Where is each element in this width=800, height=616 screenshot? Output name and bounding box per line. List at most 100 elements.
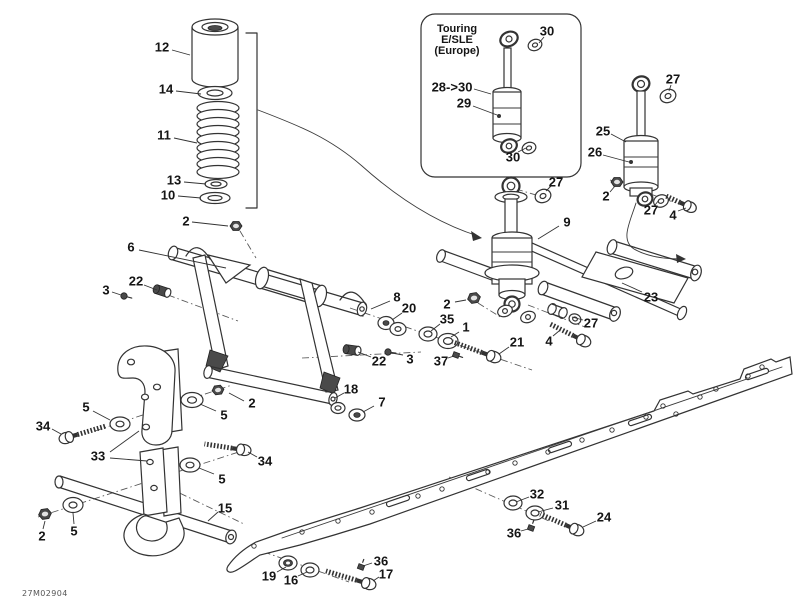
inset-box: Touring E/SLE (Europe) xyxy=(420,13,582,178)
bolt-21 xyxy=(451,339,502,364)
leader-line xyxy=(175,90,202,95)
inset-bushing-top xyxy=(527,38,543,52)
leader-line xyxy=(668,84,672,92)
callout-22: 22 xyxy=(129,274,143,289)
lower-bracket-holes xyxy=(146,458,158,492)
leader-line xyxy=(198,467,215,475)
clip-36-front xyxy=(356,558,366,571)
leader-line xyxy=(391,352,404,356)
leader-line xyxy=(515,496,530,503)
leader-line xyxy=(610,133,627,143)
leader-line xyxy=(537,507,554,513)
washer-16 xyxy=(300,562,320,578)
rail-rear-fasteners xyxy=(503,495,585,537)
leader-line xyxy=(447,355,455,359)
callout-34: 34 xyxy=(258,454,273,469)
shock-clevis-ears xyxy=(497,304,536,324)
leader-line xyxy=(228,392,245,402)
nut-2-lower-left xyxy=(38,508,52,520)
leader-dot xyxy=(629,160,633,164)
callout-25: 25 xyxy=(596,124,610,139)
spring-assembly xyxy=(191,18,258,231)
callout-2: 2 xyxy=(38,529,45,544)
callout-2: 2 xyxy=(602,189,609,204)
rail-front-fasteners xyxy=(278,555,377,591)
leader-line xyxy=(72,512,75,525)
callout-16: 16 xyxy=(284,573,298,588)
lower-bracket xyxy=(139,447,168,517)
washer-pair-20 xyxy=(377,315,407,337)
callout-34: 34 xyxy=(36,419,51,434)
leader-line xyxy=(498,346,510,355)
washer-35 xyxy=(418,326,438,342)
callout-6: 6 xyxy=(127,240,134,255)
rear-arm-plate-slot xyxy=(614,266,634,280)
leader-line xyxy=(372,576,380,582)
callout-1: 1 xyxy=(462,320,469,335)
callout-28->30: 28->30 xyxy=(432,80,473,95)
leader-line xyxy=(111,291,122,296)
clip-36-rear xyxy=(526,519,536,532)
lower-cross-tube-18 xyxy=(203,365,338,406)
callout-27: 27 xyxy=(666,72,680,87)
callout-19: 19 xyxy=(262,569,276,584)
leader-line xyxy=(362,405,375,413)
rear-arm-pivot-tube xyxy=(606,239,702,282)
callout-5: 5 xyxy=(218,472,225,487)
upper-bracket-holes xyxy=(126,358,162,431)
callout-15: 15 xyxy=(218,501,232,516)
washer-pair-7 xyxy=(330,401,366,422)
washer-31 xyxy=(525,505,545,521)
callout-30: 30 xyxy=(540,24,554,39)
callout-7: 7 xyxy=(378,395,385,410)
nut-2-top xyxy=(211,384,225,396)
frame-hardware xyxy=(120,284,592,422)
bushing-27-center-top xyxy=(534,188,552,204)
leader-line xyxy=(602,154,630,163)
bolt-24 xyxy=(539,511,585,537)
leader-line xyxy=(450,331,460,338)
inset-title-line2: E/SLE xyxy=(441,34,473,46)
gusset-left-top xyxy=(206,254,252,284)
callout-33: 33 xyxy=(91,449,105,464)
center-shock-absorber xyxy=(484,176,552,324)
bushing-27-pair xyxy=(547,303,582,325)
leader-line xyxy=(183,181,207,185)
callout-26: 26 xyxy=(588,145,602,160)
rail-slots xyxy=(385,367,770,508)
screw-3-left xyxy=(120,292,133,300)
leader-line xyxy=(138,249,227,269)
bushing-22-right xyxy=(342,344,362,356)
leader-line xyxy=(143,284,158,291)
spring-washer-small xyxy=(204,178,228,190)
washer-5-lower-left xyxy=(62,496,84,514)
leader-line xyxy=(654,199,660,206)
callout-9: 9 xyxy=(563,215,570,230)
drawing-code: 27M02904 xyxy=(22,589,68,598)
washer-32 xyxy=(503,495,523,511)
spring-washer-lower xyxy=(199,191,231,205)
spring-cap xyxy=(191,18,239,88)
leader-line xyxy=(609,185,616,193)
nut xyxy=(610,177,624,187)
washer-5-upper-right xyxy=(180,391,204,409)
callout-8: 8 xyxy=(393,290,400,305)
washer-5-upper-left xyxy=(109,416,131,432)
front-arm-frame xyxy=(167,245,368,406)
callout-14: 14 xyxy=(159,82,174,97)
inset-title-line1: Touring xyxy=(437,23,477,35)
callout-23: 23 xyxy=(644,290,658,305)
leader-line xyxy=(334,392,345,399)
leader-line xyxy=(472,105,498,116)
nut-2-mid xyxy=(467,292,481,304)
callout-27: 27 xyxy=(549,175,563,190)
leader-line xyxy=(191,221,229,227)
callout-24: 24 xyxy=(597,510,612,525)
bolt-34-right xyxy=(204,441,252,457)
leader-line xyxy=(276,566,287,573)
right-leg xyxy=(299,278,339,393)
callout-11: 11 xyxy=(157,128,171,143)
inset-bushing-bottom xyxy=(521,141,537,155)
